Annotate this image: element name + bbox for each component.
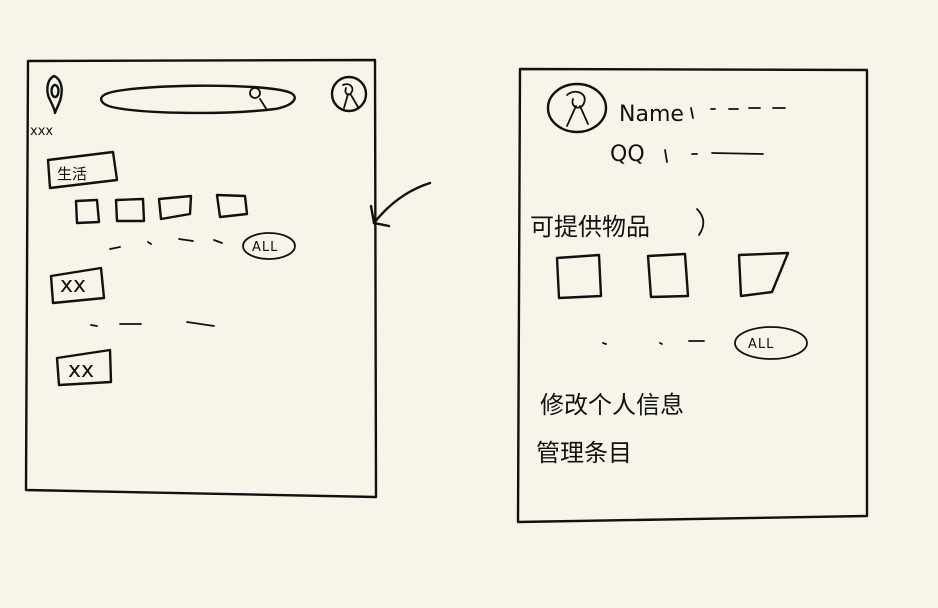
- more-dash: [178, 238, 194, 242]
- name-value: [710, 107, 786, 110]
- items-heading: 可提供物品: [530, 213, 650, 241]
- all-button[interactable]: [242, 232, 296, 260]
- items-heading-mark: [696, 208, 705, 236]
- name-separator: [690, 107, 694, 119]
- flow-arrow-icon: [369, 181, 432, 228]
- section-tab-2[interactable]: [55, 348, 113, 387]
- all-button[interactable]: [734, 326, 808, 360]
- more-dash: [186, 321, 215, 327]
- category-label: 生活: [57, 165, 87, 183]
- provided-item-1[interactable]: [555, 253, 603, 300]
- search-icon[interactable]: [249, 87, 268, 111]
- more-dash: [90, 324, 98, 327]
- item-thumbnail-2[interactable]: [114, 197, 146, 223]
- left-screen: xxx 生活 ALL: [24, 58, 378, 499]
- profile-avatar-icon[interactable]: [546, 82, 608, 134]
- all-button-label: ALL: [748, 337, 774, 352]
- more-dash: [109, 246, 121, 250]
- provided-item-3[interactable]: [737, 251, 790, 298]
- section-label-2: xx: [68, 358, 94, 383]
- section-label-1: xx: [60, 273, 86, 298]
- all-button-label: ALL: [252, 240, 278, 255]
- item-thumbnail-4[interactable]: [215, 193, 249, 219]
- more-dash: [147, 241, 152, 245]
- provided-item-2[interactable]: [646, 252, 690, 299]
- right-screen-frame: [516, 67, 869, 524]
- edit-profile-link[interactable]: 修改个人信息: [540, 391, 684, 419]
- section-tab-1[interactable]: [49, 266, 106, 305]
- provided-items: [555, 251, 790, 300]
- search-input[interactable]: [99, 84, 296, 115]
- avatar-icon[interactable]: [330, 75, 368, 113]
- left-screen-frame: [24, 58, 378, 499]
- manage-items-link[interactable]: 管理条目: [536, 439, 632, 467]
- location-pin-icon[interactable]: [46, 74, 63, 115]
- item-thumbnails: [74, 193, 249, 225]
- category-tab[interactable]: [46, 150, 119, 190]
- qq-separator: [664, 149, 668, 163]
- location-text: xxx: [30, 124, 53, 139]
- name-label: Name: [619, 102, 684, 127]
- search-bar[interactable]: [99, 84, 296, 115]
- qq-value: [691, 152, 764, 155]
- more-dots: [602, 340, 705, 345]
- item-thumbnail-3[interactable]: [157, 194, 193, 221]
- item-thumbnail-1[interactable]: [74, 198, 101, 225]
- more-dash: [213, 239, 223, 244]
- qq-label: QQ: [610, 142, 645, 167]
- right-screen: Name QQ 可提供物品 ALL 修改个人信息 管理条目: [516, 67, 869, 524]
